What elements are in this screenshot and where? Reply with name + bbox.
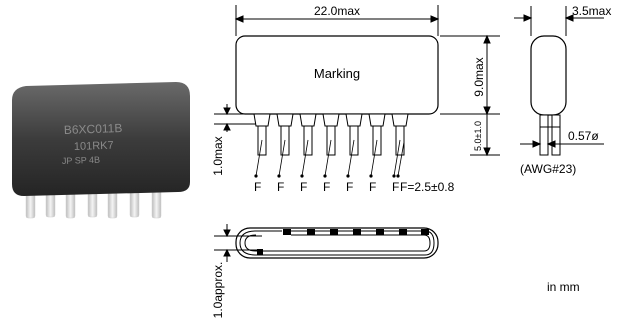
lead-diameter-label: 0.57ø [568,129,599,143]
photo-marking-line-1: B6XC011B [64,121,123,137]
pitch-leader [397,141,405,177]
pin-pad [421,229,429,235]
front-leads [253,113,409,178]
pin-pad [399,229,407,235]
marking-label: Marking [314,66,360,81]
bottom-pins [257,229,429,255]
pin-pad [330,229,338,235]
photo-body [12,82,190,196]
pin-pad [307,229,315,235]
pin-pad [376,229,384,235]
lead [368,113,386,178]
pitch-label: F [254,180,261,194]
lead [253,113,271,178]
pitch-dot [396,174,400,178]
lead-offset-dimension-label: 1.0max [211,136,225,175]
bottom-dimension-label: 1.0approx. [211,262,225,319]
component-photo: B6XC011B 101RK7 JP SP 4B [12,82,190,219]
wire-gauge-label: (AWG#23) [520,162,576,176]
pitch-label: F [369,180,376,194]
lead [322,113,340,178]
pin-pad [353,229,361,235]
side-view [514,6,604,156]
pitch-label: F [300,180,307,194]
lead [345,113,363,178]
height-dimension-label: 9.0max [472,57,486,96]
width-dimension-label: 22.0max [314,4,360,18]
thickness-dimension-label: 3.5max [572,4,611,18]
pin-pad [283,229,291,235]
units-note: in mm [547,280,580,294]
photo-marking-line-2: 101RK7 [74,140,114,153]
pitch-label: F [392,180,399,194]
lead-length-dimension-label: 5.0±1.0 [473,121,483,151]
lead [276,113,294,178]
lead [299,113,317,178]
photo-marking-line-3: JP SP 4B [62,155,101,166]
pitch-label: F [277,180,284,194]
pin-pad [257,249,263,255]
lead [391,113,409,178]
pitch-label: F [323,180,330,194]
pitch-label: F=2.5±0.8 [400,180,455,194]
front-view [234,5,440,36]
pitch-label: F [346,180,353,194]
